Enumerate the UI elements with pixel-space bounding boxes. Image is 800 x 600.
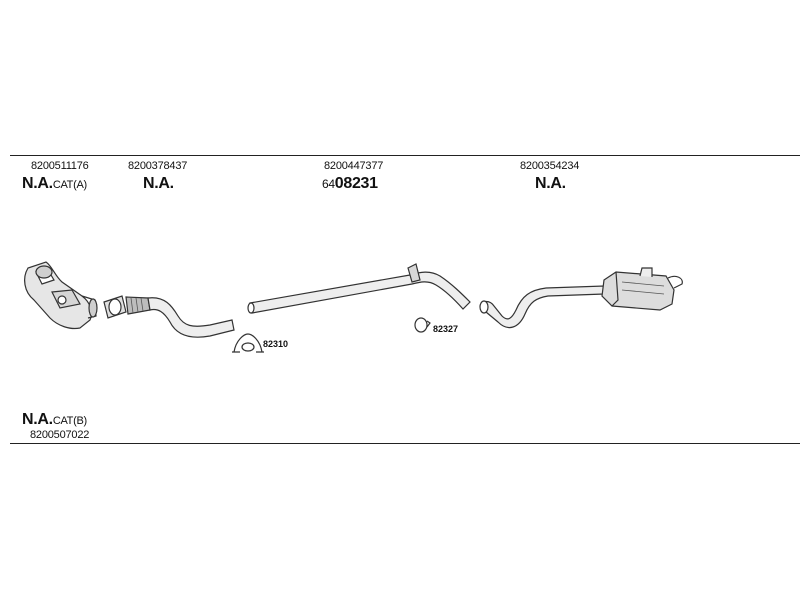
lower-part-code-main: N.A. [22,411,53,428]
part-number-3: 8200447377 [324,160,384,172]
part-code-3-main: 08231 [334,175,378,192]
part-code-1: N.A.CAT(A) [22,176,87,192]
clamp-label-1: 82310 [263,339,289,349]
lower-part-code-suffix: CAT(B) [52,415,87,427]
top-rule [10,155,800,156]
lower-part-number: 8200507022 [30,429,90,441]
catalytic-converter-drawing [24,261,98,330]
part-code-2: N.A. [143,175,174,192]
part-number-1: 8200511176 [31,160,89,172]
rear-silencer-drawing [601,267,683,311]
bottom-rule [10,443,800,444]
part-code-3: 6408231 [322,176,378,192]
part-code-1-main: N.A. [22,175,53,192]
clamp-82327-drawing [414,317,431,333]
clamp-82310-drawing [232,333,264,353]
front-pipe-drawing [103,295,235,338]
part-code-4: N.A. [535,175,566,192]
rear-pipe-drawing [479,285,605,329]
part-number-2: 8200378437 [128,160,188,172]
middle-pipe-drawing [247,263,471,314]
part-code-1-suffix: CAT(A) [52,179,87,191]
part-code-3-prefix: 64 [322,177,335,191]
lower-part-code: N.A.CAT(B) [22,412,87,428]
part-number-4: 8200354234 [520,160,580,172]
clamp-label-2: 82327 [433,324,459,334]
